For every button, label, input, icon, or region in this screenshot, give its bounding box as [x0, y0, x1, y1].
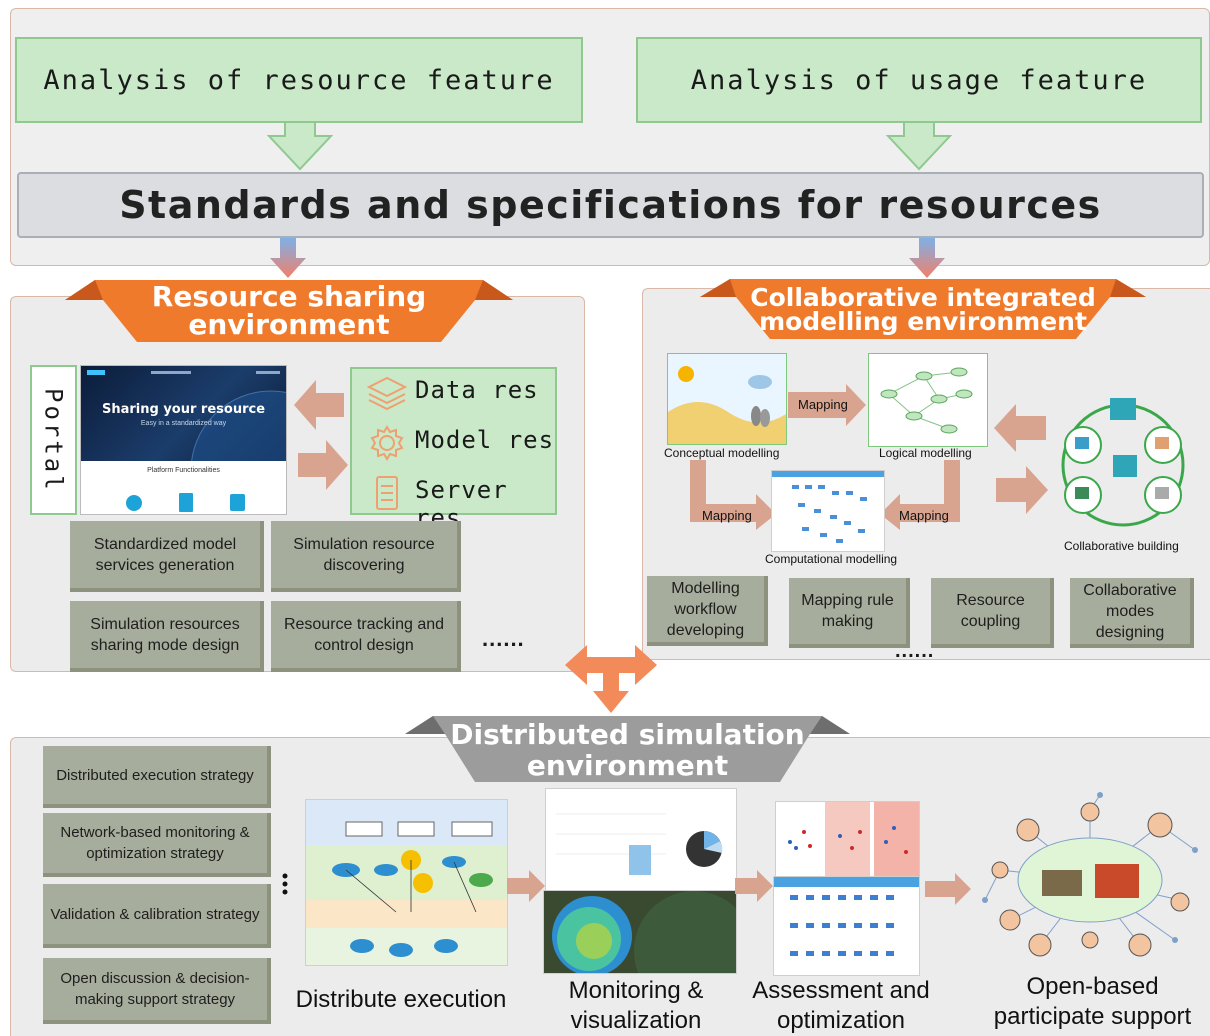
person-icon	[1147, 812, 1173, 838]
monitoring-globe-image	[543, 890, 737, 974]
person-icon	[1128, 933, 1152, 957]
strategy-item: Distributed execution strategy	[43, 746, 271, 808]
stage-caption: Monitoring & visualization	[568, 977, 704, 1034]
vertical-ellipsis	[282, 873, 288, 895]
portal-hero-title: Sharing your resource	[101, 402, 266, 417]
usage-feature-arrow	[885, 122, 953, 171]
collaborative-building-graphic	[1053, 393, 1193, 531]
sharing-task: Simulation resources sharing mode design	[70, 601, 264, 672]
stage-caption: Open-based participate support	[993, 973, 1192, 1030]
conceptual-model-image	[667, 353, 787, 445]
stage-caption: Distribute execution	[295, 986, 507, 1013]
res-item-label: Data res	[415, 376, 539, 404]
distributed-banner-line1: Distributed simulation	[450, 718, 805, 751]
logical-caption: Logical modelling	[879, 446, 972, 460]
share-icon	[230, 494, 245, 511]
portal-screenshot: Sharing your resource Easy in a standard…	[80, 365, 287, 515]
collab-ellipsis: ......	[895, 640, 935, 662]
strategy-item: Validation & calibration strategy	[43, 884, 271, 948]
portal-label-box: Portal	[30, 365, 77, 515]
sharing-task: Simulation resource discovering	[271, 521, 461, 592]
person-icon	[999, 909, 1021, 931]
res-item-label: Server res	[415, 476, 508, 532]
person-icon	[1028, 933, 1052, 957]
to-collab-arrow	[909, 238, 945, 278]
distribute-execution-image	[305, 799, 508, 966]
portal-hero-subtitle: Easy in a standardized way	[140, 420, 227, 427]
person-icon	[1016, 818, 1040, 842]
mapping-arrow-logical-to-computational	[880, 460, 960, 530]
portal-resource-arrows	[294, 380, 348, 490]
person-icon	[1081, 931, 1099, 949]
person-icon	[1080, 802, 1100, 822]
resource-types-list: Data res Model res Server res	[365, 372, 555, 532]
portal-label: Portal	[39, 387, 68, 493]
cloud-icon	[748, 375, 772, 389]
resource-types-box	[350, 367, 557, 515]
standards-bar: Standards and specifications for resourc…	[17, 172, 1204, 238]
sharing-banner-line2: environment	[188, 308, 390, 341]
strategy-item: Network-based monitoring & optimization …	[43, 813, 271, 877]
res-item: Data res	[365, 372, 555, 412]
collab-task: Collaborative modes designing	[1070, 578, 1194, 648]
person-icon	[1170, 892, 1190, 912]
mapping-label: Mapping	[702, 508, 752, 523]
mapping-arrow-right	[788, 384, 866, 426]
puzzle-icon	[1110, 398, 1136, 420]
strategy-item: Open discussion & decision-making suppor…	[43, 958, 271, 1024]
puzzle-icon	[1113, 455, 1137, 477]
cloud-icon	[1017, 837, 1163, 923]
resource-feature-label: Analysis of resource feature	[43, 64, 555, 96]
collab-task: Mapping rule making	[789, 578, 910, 648]
monitoring-to-assessment-arrow	[735, 870, 773, 902]
to-sharing-arrow	[270, 238, 306, 278]
usage-feature-box: Analysis of usage feature	[636, 37, 1202, 123]
sun-icon	[678, 366, 694, 382]
stage-caption: Assessment and optimization	[752, 977, 930, 1034]
document-icon	[376, 476, 398, 510]
collaborative-building-caption: Collaborative building	[1064, 539, 1179, 553]
assessment-scatter-image	[775, 801, 920, 877]
mapping-label: Mapping	[798, 397, 848, 412]
assessment-to-participate-arrow	[925, 873, 971, 905]
sharing-ellipsis: ......	[482, 626, 525, 651]
mapping-arrow-conceptual-to-computational	[690, 460, 776, 530]
mapping-label: Mapping	[899, 508, 949, 523]
assessment-grid-image	[773, 876, 920, 976]
collab-task: Modelling workflow developing	[647, 576, 768, 646]
distributed-banner-line2: environment	[526, 749, 729, 782]
participate-network-image	[980, 790, 1210, 975]
logical-collab-arrows	[994, 404, 1048, 514]
collab-banner: Collaborative integrated modelling envir…	[700, 279, 1146, 341]
earth-graphic	[87, 370, 286, 461]
collab-banner-line1: Collaborative integrated	[750, 283, 1096, 312]
res-item-label: Model res	[415, 426, 555, 454]
computational-model-image	[771, 470, 885, 552]
environment-connector-arrow	[565, 645, 657, 713]
gear-icon	[370, 425, 404, 461]
resource-feature-arrow	[266, 122, 334, 171]
logical-model-image	[868, 353, 988, 447]
collab-task: Resource coupling	[931, 578, 1054, 648]
collab-banner-line2: modelling environment	[759, 307, 1087, 336]
standards-title: Standards and specifications for resourc…	[119, 183, 1102, 227]
monitoring-chart-image	[545, 788, 737, 892]
conceptual-caption: Conceptual modelling	[664, 446, 780, 460]
res-item: Server res	[365, 472, 555, 532]
distributed-banner: Distributed simulation environment	[405, 716, 850, 784]
person-icon	[991, 861, 1009, 879]
globe-icon	[126, 495, 142, 511]
sharing-task: Standardized model services generation	[70, 521, 264, 592]
portal-functionalities: Platform Functionalities	[147, 467, 220, 474]
resource-feature-box: Analysis of resource feature	[15, 37, 583, 123]
sharing-banner: Resource sharing environment	[65, 280, 513, 344]
res-item: Model res	[365, 422, 555, 462]
sharing-banner-line1: Resource sharing	[151, 280, 427, 313]
computational-caption: Computational modelling	[765, 552, 898, 566]
layers-icon	[367, 376, 407, 411]
sharing-task: Resource tracking and control design	[271, 601, 461, 672]
file-icon	[179, 493, 193, 512]
execution-to-monitoring-arrow	[507, 870, 545, 902]
usage-feature-label: Analysis of usage feature	[690, 64, 1148, 96]
